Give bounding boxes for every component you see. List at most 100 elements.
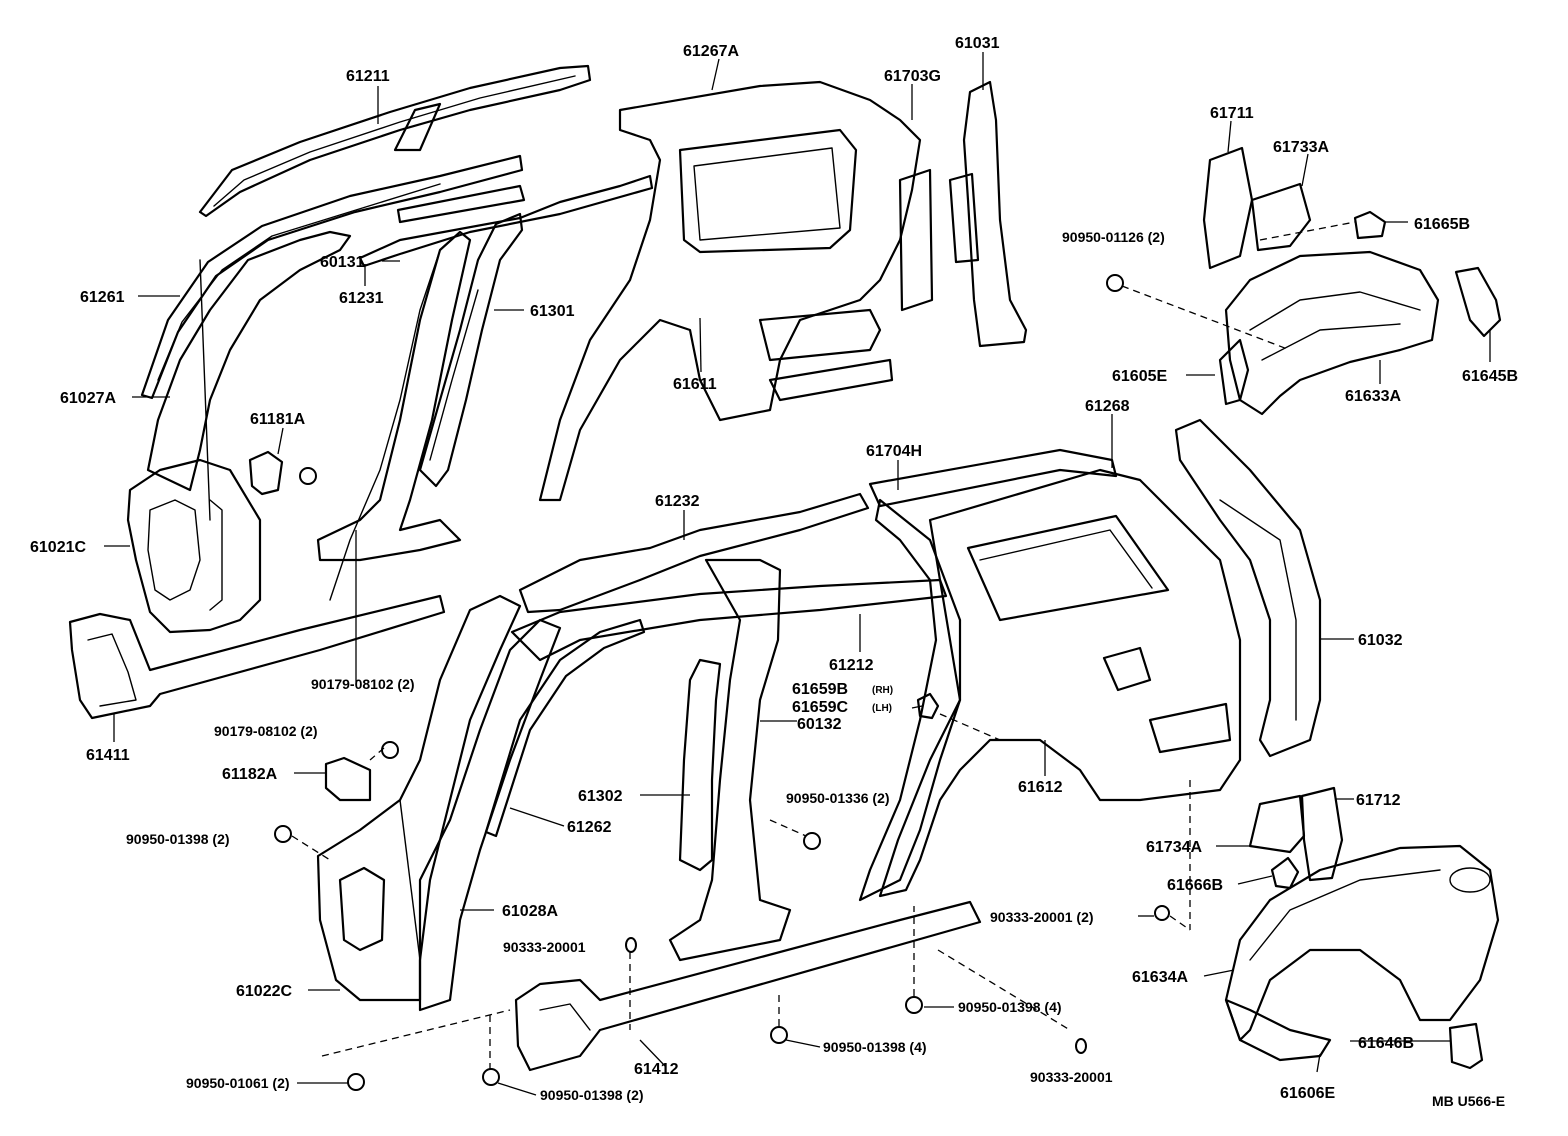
label-90333-20001-right: 90333-20001 (2) [990,909,1094,925]
label-61182A: 61182A [222,766,278,783]
front-pillar-61027A [126,230,352,634]
center-pillar-60131 [316,230,472,601]
label-61606E: 61606E [1280,1085,1335,1102]
roof-side-inner-61232 [518,492,870,614]
label-61734A: 61734A [1146,839,1202,856]
center-pillar-61302 [678,658,722,872]
roof-rail-61704H [868,448,1118,508]
fastener-90950-01398-left [274,825,292,843]
label-90950-01061: 90950-01061 (2) [186,1075,290,1091]
label-61027A: 61027A [60,390,116,407]
center-pillar-60132 [668,558,792,962]
label-61212: 61212 [829,657,874,674]
label-61031: 61031 [955,35,1000,52]
label-61733A: 61733A [1273,139,1329,156]
label-61666B: 61666B [1167,877,1223,894]
fastener-90179-08102-lower [381,741,399,759]
grommet-90333-20001-center [625,937,637,953]
rocker-panel-61412 [514,900,982,1072]
bracket-61645B [1454,266,1502,338]
label-61712: 61712 [1356,792,1401,809]
label-61704H: 61704H [866,443,922,460]
clip-61182A [324,756,372,802]
label-90950-01398-center: 90950-01398 (4) [823,1039,927,1055]
label-61301: 61301 [530,303,575,320]
clip-61659 [916,692,940,720]
label-61612: 61612 [1018,779,1063,796]
wheel-house-61605E [1218,338,1250,406]
label-61633A: 61633A [1345,388,1401,405]
label-61262: 61262 [567,819,612,836]
label-61231: 61231 [339,290,384,307]
label-61611: 61611 [673,376,717,393]
label-90333-20001-center: 90333-20001 [503,939,586,955]
label-61665B: 61665B [1414,216,1470,233]
wheel-house-61634A [1224,844,1500,1042]
label-61659B: 61659B [792,681,848,698]
rocker-panel-61411 [68,594,446,720]
label-61412: 61412 [634,1061,679,1078]
front-pillar-61022C [316,594,522,1002]
label-61634A: 61634A [1132,969,1188,986]
label-60131: 60131 [320,254,365,271]
label-60132: 60132 [797,716,842,733]
label-90333-20001-bottom: 90333-20001 [1030,1069,1113,1085]
fastener-90950-01336 [803,832,821,850]
roof-rail-61261 [140,154,524,400]
label-90179-08102-lower: 90179-08102 (2) [214,723,318,739]
clip-61665B [1353,210,1387,240]
label-90950-01398-right: 90950-01398 (4) [958,999,1062,1015]
label-61659B-side: (RH) [872,685,893,696]
label-61646B: 61646B [1358,1035,1414,1052]
fastener-90950-01398-bottom [482,1068,500,1086]
fastener-90333-20001-right [1154,905,1170,921]
label-61605E: 61605E [1112,368,1167,385]
label-61267A: 61267A [683,43,739,60]
bracket-61711 [1202,146,1254,270]
label-61659C: 61659C [792,699,848,716]
bracket-61712 [1300,786,1344,882]
front-pillar-61028A [418,618,562,1012]
label-61232: 61232 [655,493,700,510]
label-61181A: 61181A [250,411,306,428]
label-61302: 61302 [578,788,623,805]
label-90179-08102-upper: 90179-08102 (2) [311,676,415,692]
label-90950-01398-left: 90950-01398 (2) [126,831,230,847]
label-61022C: 61022C [236,983,292,1000]
label-61032: 61032 [1358,632,1403,649]
clip-61666B [1270,856,1300,890]
fastener-90950-01398-center [770,1026,788,1044]
fastener-90950-01061 [347,1073,365,1091]
label-61028A: 61028A [502,903,558,920]
grommet-90333-20001-bottom [1075,1038,1087,1054]
rear-pillar-61032 [1174,418,1322,758]
roof-rail-61262 [484,618,646,838]
label-61659C-side: (LH) [872,703,892,714]
quarter-panel-61611 [538,80,922,502]
wheel-house-61606E [1224,998,1332,1062]
label-61268: 61268 [1085,398,1130,415]
wheel-house-61633A [1224,250,1440,416]
roof-side-61212 [510,578,948,662]
label-61411: 61411 [86,747,130,764]
quarter-panel-61612 [858,468,1242,902]
clip-61181A [248,450,317,496]
center-pillar-61301 [418,212,524,488]
fastener-90950-01398-right [905,996,923,1014]
label-61645B: 61645B [1462,368,1518,385]
label-61703G: 61703G [884,68,941,85]
label-61261: 61261 [80,289,125,306]
label-90950-01398-bottom: 90950-01398 (2) [540,1087,644,1103]
roof-rail-61211 [198,64,592,218]
label-61211: 61211 [346,68,390,85]
diagram-code: MB U566-E [1432,1093,1505,1109]
bracket-61646B [1448,1022,1484,1070]
rear-pillar-61031 [898,80,1028,348]
label-90950-01126: 90950-01126 (2) [1062,229,1165,245]
label-61711: 61711 [1210,105,1254,122]
fastener-90950-01126 [1106,274,1124,292]
label-90950-01336: 90950-01336 (2) [786,790,890,806]
bracket-61734A [1248,794,1306,854]
label-61021C: 61021C [30,539,86,556]
